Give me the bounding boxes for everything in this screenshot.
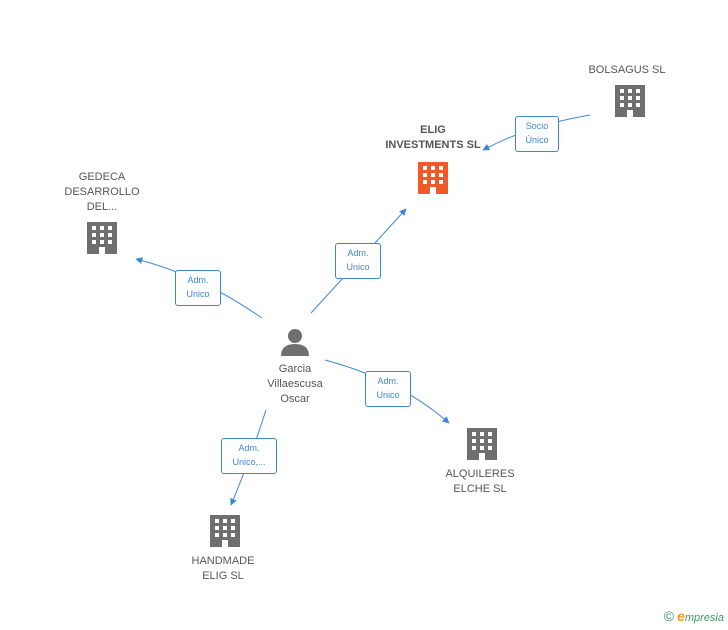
- brand-logo: © empresia: [664, 608, 724, 624]
- person-icon: [281, 329, 309, 356]
- node-label-elig-investments[interactable]: ELIG INVESTMENTS SL: [385, 124, 481, 151]
- building-icon: [87, 222, 117, 254]
- node-label-person[interactable]: Garcia Villaescusa Oscar: [267, 363, 323, 405]
- node-label-alquileres[interactable]: ALQUILERES ELCHE SL: [445, 468, 515, 495]
- brand-e: e: [677, 608, 685, 624]
- building-icon: [210, 515, 240, 547]
- node-label-bolsagus[interactable]: BOLSAGUS SL: [588, 64, 666, 76]
- edge-label-adm-unico[interactable]: Adm. Unico: [365, 371, 411, 407]
- node-label-gedeca[interactable]: GEDECA DESARROLLO DEL...: [64, 171, 140, 213]
- building-icon: [615, 85, 645, 117]
- building-icon: [467, 428, 497, 460]
- copyright-symbol: ©: [663, 608, 675, 624]
- building-icon: [418, 162, 448, 194]
- edge-label-adm-unico[interactable]: Adm. Unico: [175, 270, 221, 306]
- edge-label-adm-unico[interactable]: Adm. Unico: [335, 243, 381, 279]
- node-label-handmade[interactable]: HANDMADE ELIG SL: [191, 555, 255, 582]
- brand-text: mpresia: [684, 612, 724, 624]
- edge-label-socio-unico[interactable]: Socio Único: [515, 116, 559, 152]
- edge-label-adm-unico-more[interactable]: Adm. Unico,...: [221, 438, 277, 474]
